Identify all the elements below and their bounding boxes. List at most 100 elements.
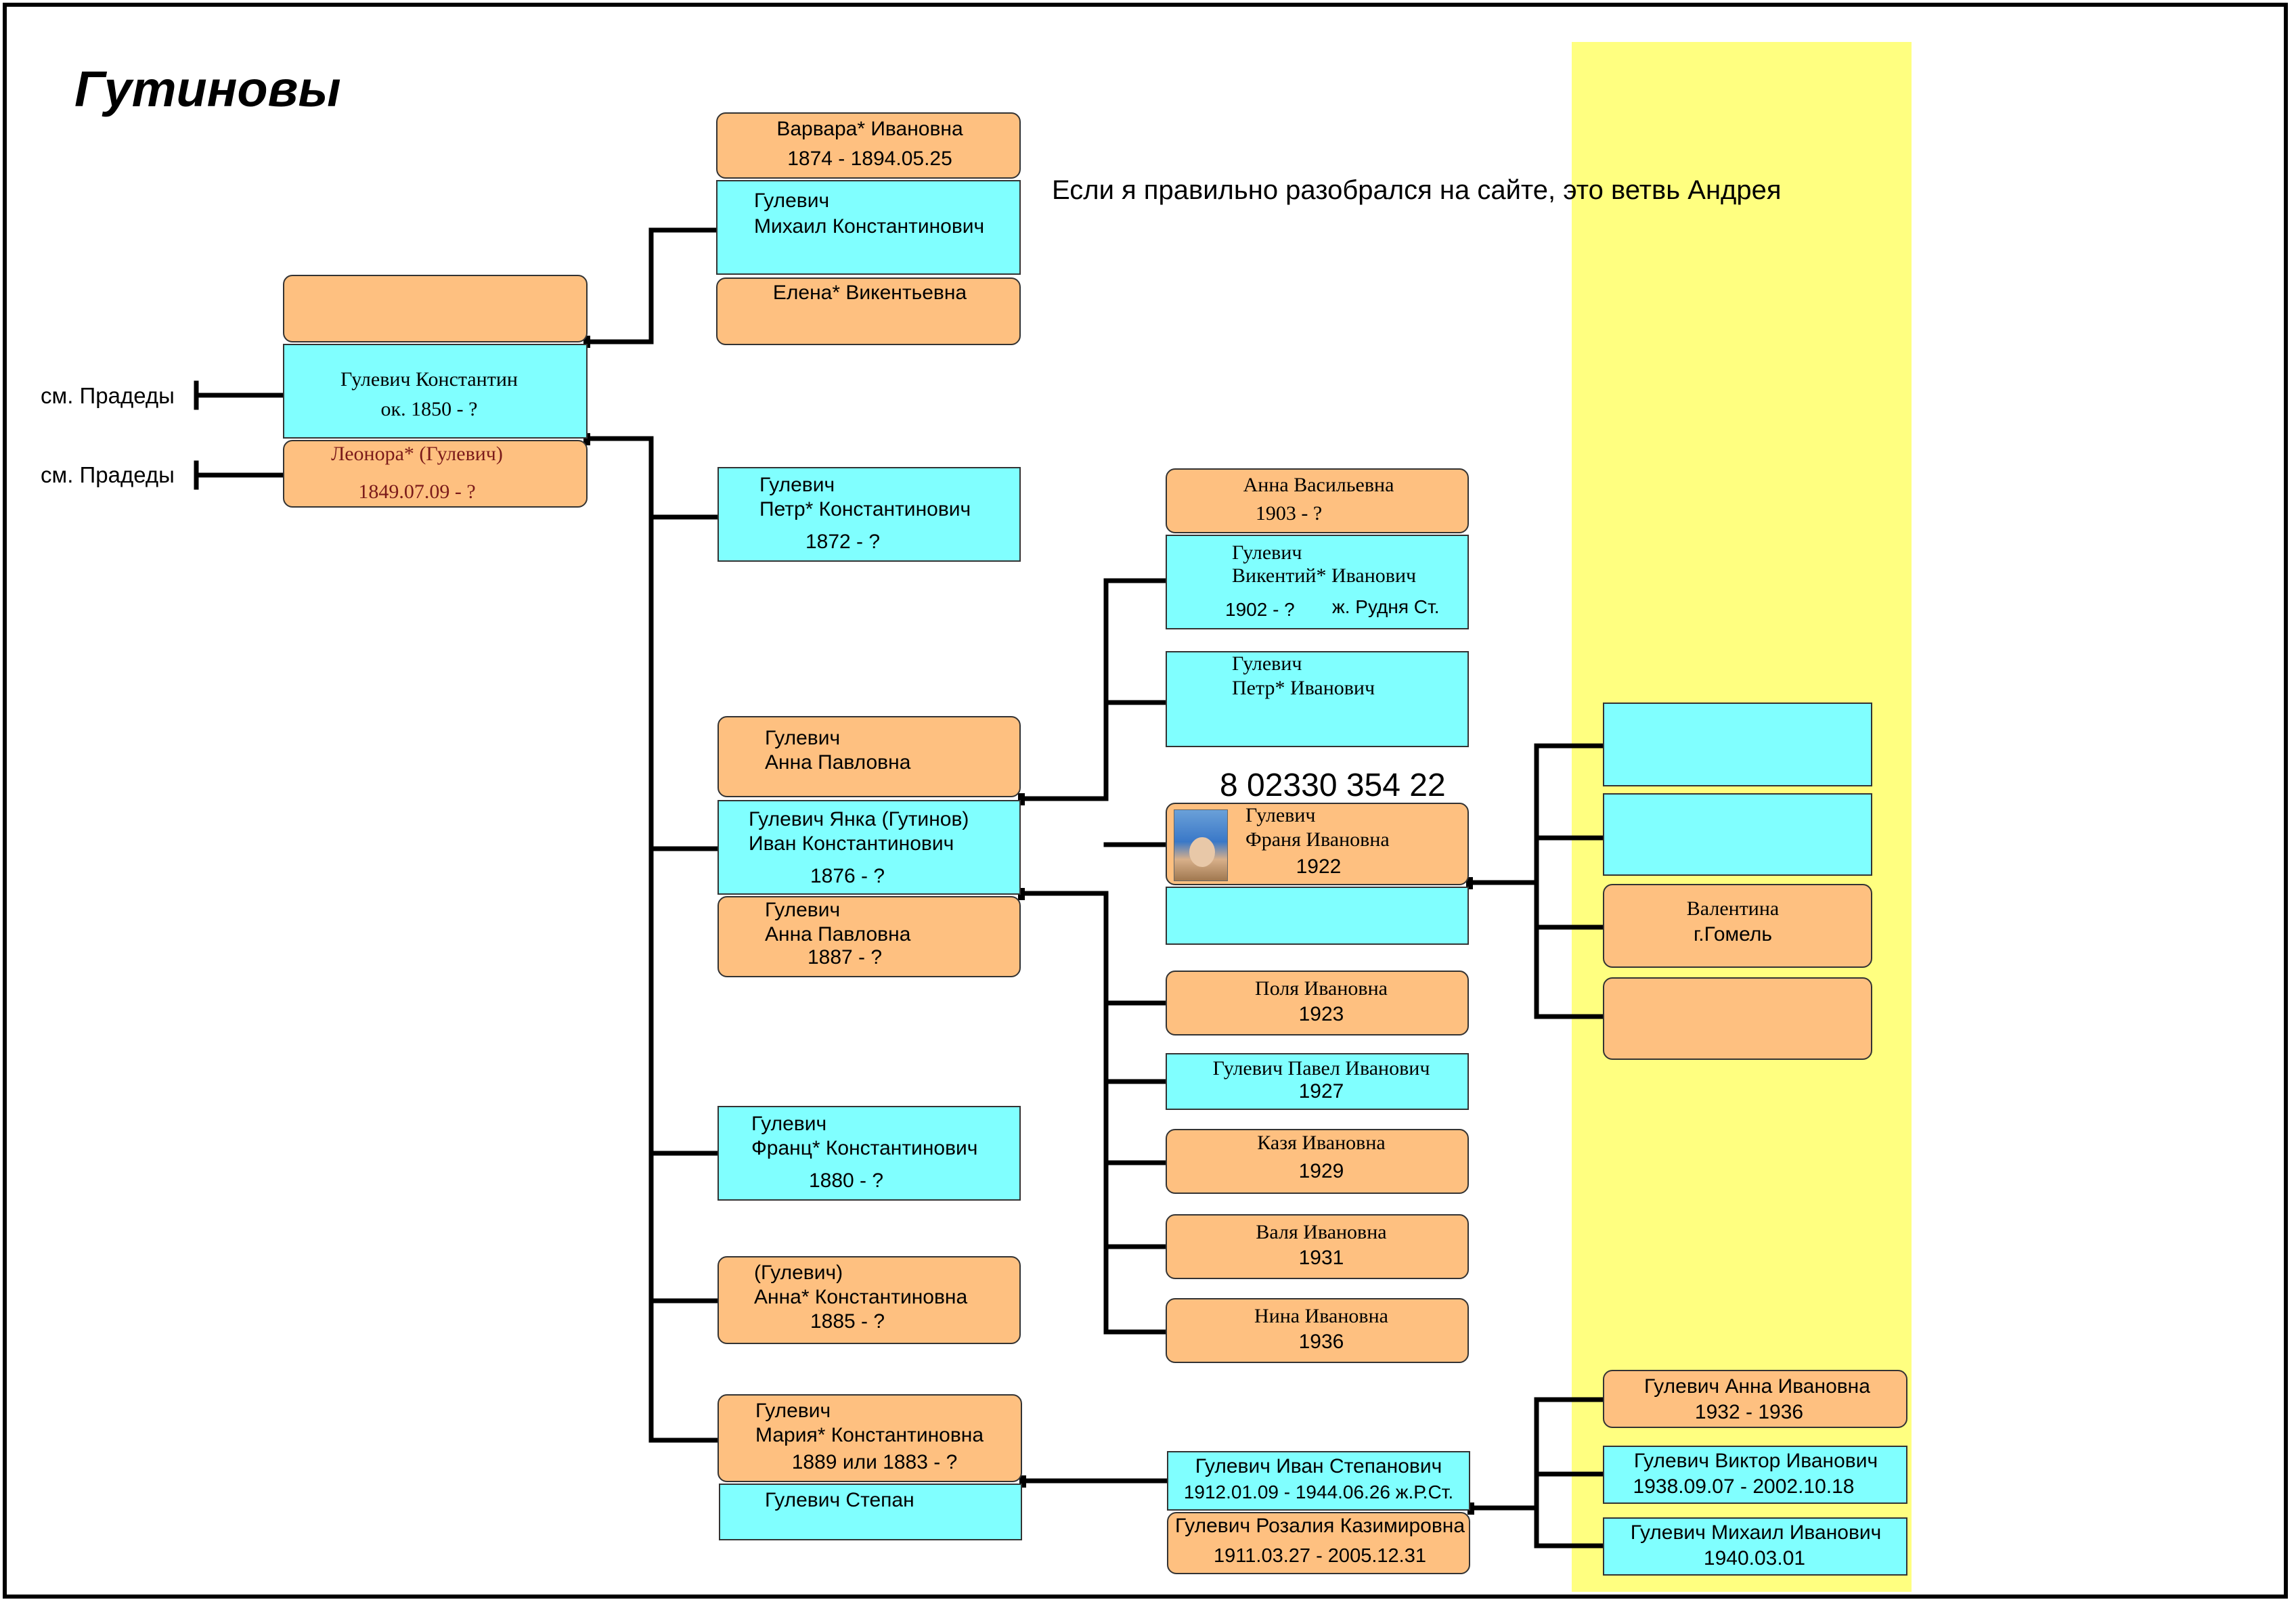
- person-dates: 1885 - ?: [810, 1310, 885, 1333]
- person-name: Гулевич Константин: [340, 368, 518, 391]
- person-dates: 1876 - ?: [810, 865, 885, 887]
- person-anna-i[interactable]: Гулевич Анна Ивановна 1932 - 1936: [1603, 1370, 1907, 1428]
- person-surname: Гулевич: [1245, 804, 1316, 826]
- person-dates: 1929: [1298, 1160, 1344, 1182]
- person-name: Нина Ивановна: [1254, 1305, 1388, 1327]
- person-name: Гулевич Павел Иванович: [1212, 1057, 1430, 1079]
- person-leonora[interactable]: Леонора* (Гулевич) 1849.07.09 - ?: [283, 440, 588, 508]
- person-valentina[interactable]: Валентина г.Гомель: [1603, 884, 1872, 968]
- person-name: Гулевич Розалия Казимировна: [1174, 1515, 1465, 1537]
- person-dates: 1927: [1298, 1080, 1344, 1102]
- person-polya[interactable]: Поля Ивановна 1923: [1166, 971, 1469, 1035]
- person-unknown-parent[interactable]: [283, 275, 588, 342]
- person-elena[interactable]: Елена* Викентьевна: [716, 277, 1021, 345]
- person-name: Михаил Константинович: [754, 215, 985, 238]
- line-franya-child-1: [1534, 743, 1606, 1019]
- person-surname: Гулевич: [1232, 652, 1302, 675]
- person-frants[interactable]: Гулевич Франц* Константинович 1880 - ?: [718, 1106, 1021, 1201]
- person-name: Поля Ивановна: [1255, 977, 1388, 1000]
- person-rozaliya[interactable]: Гулевич Розалия Казимировна 1911.03.27 -…: [1167, 1512, 1470, 1574]
- person-name: Гулевич Иван Степанович: [1195, 1455, 1442, 1477]
- person-stepan[interactable]: Гулевич Степан: [719, 1484, 1022, 1540]
- person-franya-child-4[interactable]: [1603, 977, 1872, 1060]
- person-name: Петр* Константинович: [759, 498, 971, 520]
- person-ivan-s[interactable]: Гулевич Иван Степанович 1912.01.09 - 194…: [1167, 1451, 1470, 1511]
- person-dates: 1931: [1298, 1247, 1344, 1269]
- line-konstantin-children: [585, 436, 654, 1443]
- person-name: Викентий* Иванович: [1232, 564, 1417, 587]
- person-petr-k[interactable]: Гулевич Петр* Константинович 1872 - ?: [718, 467, 1021, 562]
- ref-mother[interactable]: см. Прадеды: [41, 462, 175, 487]
- person-dates: 1887 - ?: [807, 946, 883, 968]
- person-nickname: Гулевич Янка (Гутинов): [749, 808, 969, 830]
- person-name: Франя Ивановна: [1245, 828, 1390, 851]
- person-dates: 1912.01.09 - 1944.06.26 ж.Р.Ст.: [1183, 1482, 1454, 1502]
- person-konstantin[interactable]: Гулевич Константин ок. 1850 - ?: [283, 344, 588, 439]
- person-name: Валентина: [1686, 897, 1780, 920]
- person-dates: 1872 - ?: [805, 531, 881, 553]
- person-dates: 1922: [1296, 855, 1342, 878]
- person-surname: Гулевич: [751, 1113, 827, 1135]
- page-border: [3, 3, 2288, 1599]
- person-anna-k[interactable]: (Гулевич) Анна* Константиновна 1885 - ?: [718, 1256, 1021, 1344]
- person-name: Петр* Иванович: [1232, 677, 1375, 699]
- person-name: Варвара* Ивановна: [776, 118, 963, 140]
- person-name: Франц* Константинович: [751, 1137, 978, 1159]
- line-ivan-s-children: [1467, 1397, 1606, 1549]
- person-surname: (Гулевич): [754, 1262, 843, 1284]
- person-petr-i[interactable]: Гулевич Петр* Иванович: [1166, 651, 1469, 747]
- person-name: Гулевич Виктор Иванович: [1633, 1450, 1878, 1472]
- ref-line-father: [194, 380, 286, 410]
- person-franya[interactable]: Гулевич Франя Ивановна 1922: [1166, 803, 1469, 885]
- person-ivan-k[interactable]: Гулевич Янка (Гутинов) Иван Константинов…: [718, 800, 1021, 895]
- person-name: Леонора* (Гулевич): [331, 443, 503, 465]
- person-dates: 1889 или 1883 - ?: [791, 1451, 958, 1473]
- person-nina[interactable]: Нина Ивановна 1936: [1166, 1298, 1469, 1363]
- person-pavel[interactable]: Гулевич Павел Иванович 1927: [1166, 1053, 1469, 1110]
- person-vikenty[interactable]: Гулевич Викентий* Иванович 1902 - ? ж. Р…: [1166, 535, 1469, 629]
- person-valya[interactable]: Валя Ивановна 1931: [1166, 1214, 1469, 1279]
- person-varvara[interactable]: Варвара* Ивановна 1874 - 1894.05.25: [716, 112, 1021, 179]
- ref-father[interactable]: см. Прадеды: [41, 383, 175, 408]
- person-surname: Гулевич: [765, 899, 841, 921]
- person-anna-v[interactable]: Анна Васильевна 1903 - ?: [1166, 468, 1469, 533]
- person-name: Мария* Константиновна: [755, 1424, 984, 1446]
- person-dates: 1903 - ?: [1255, 502, 1323, 525]
- person-dates: 1938.09.07 - 2002.10.18: [1633, 1475, 1855, 1498]
- person-dates: 1911.03.27 - 2005.12.31: [1214, 1545, 1426, 1567]
- person-spouse-note: ж. Рудня Ст.: [1332, 596, 1440, 617]
- person-name: Валя Ивановна: [1256, 1221, 1387, 1243]
- person-anna-p2[interactable]: Гулевич Анна Павловна 1887 - ?: [718, 896, 1021, 977]
- person-dates: 1940.03.01: [1703, 1547, 1806, 1569]
- page-title: Гутиновы: [74, 61, 341, 117]
- line-franya-children: [1466, 880, 1539, 1019]
- person-name: Анна Павловна: [765, 923, 911, 945]
- person-viktor[interactable]: Гулевич Виктор Иванович 1938.09.07 - 200…: [1603, 1446, 1907, 1504]
- person-maria[interactable]: Гулевич Мария* Константиновна 1889 или 1…: [718, 1394, 1022, 1482]
- person-surname: Гулевич: [754, 190, 830, 212]
- person-dates: 1902 - ?: [1225, 599, 1295, 620]
- phone-number: 8 02330 354 22: [1220, 767, 1446, 803]
- person-dates: 1849.07.09 - ?: [358, 481, 476, 503]
- person-franya-child-2[interactable]: [1603, 793, 1872, 876]
- person-surname: Гулевич: [755, 1400, 831, 1422]
- person-dates: 1923: [1298, 1003, 1344, 1025]
- person-name: Анна* Константиновна: [754, 1286, 968, 1308]
- person-location: г.Гомель: [1694, 923, 1772, 945]
- line-ivan-first-family: [1018, 578, 1168, 801]
- person-surname: Гулевич: [765, 727, 841, 749]
- person-mikhail[interactable]: Гулевич Михаил Константинович: [716, 180, 1021, 275]
- person-mikhail-i[interactable]: Гулевич Михаил Иванович 1940.03.01: [1603, 1517, 1907, 1576]
- person-kazya[interactable]: Казя Ивановна 1929: [1166, 1129, 1469, 1194]
- person-franya-child-1[interactable]: [1603, 703, 1872, 786]
- portrait-photo[interactable]: [1174, 809, 1228, 881]
- person-franya-spouse[interactable]: [1166, 887, 1469, 945]
- person-name: Елена* Викентьевна: [772, 282, 967, 304]
- person-name: Гулевич Анна Ивановна: [1644, 1375, 1870, 1398]
- person-name: Анна Павловна: [765, 751, 911, 774]
- person-anna-p1[interactable]: Гулевич Анна Павловна: [718, 716, 1021, 797]
- line-ivan-second-family: [1018, 891, 1109, 1335]
- person-dates: 1932 - 1936: [1694, 1401, 1804, 1423]
